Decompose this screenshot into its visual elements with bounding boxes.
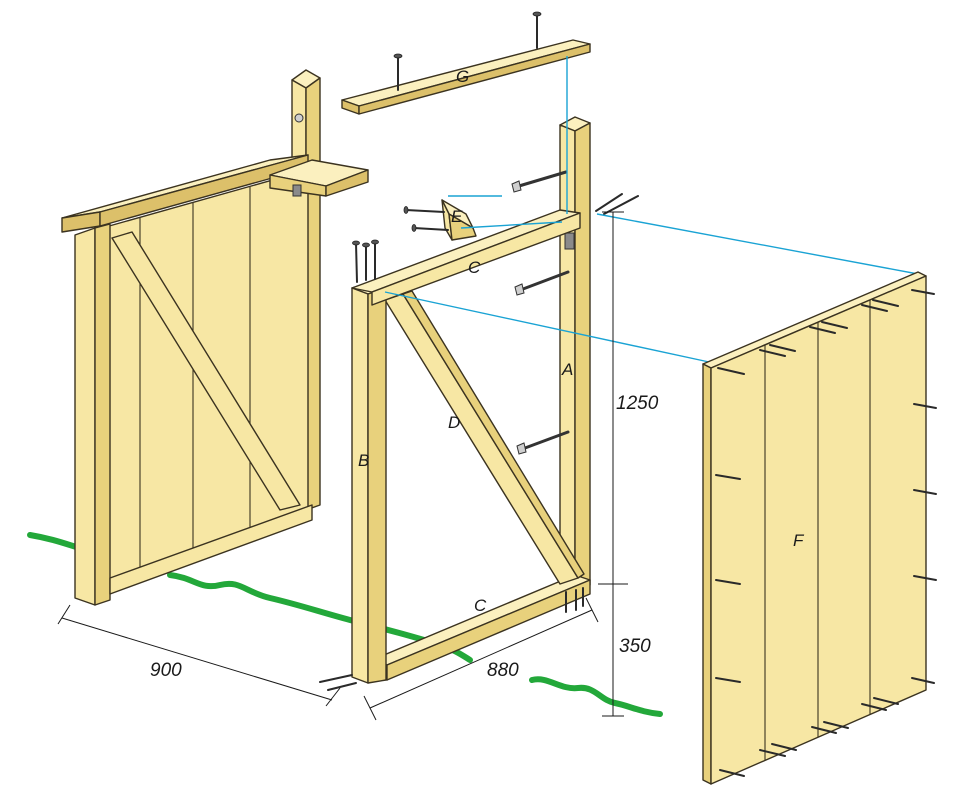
assembled-gate (61, 69, 369, 606)
bolt-icon (294, 113, 304, 123)
label-f: F (793, 531, 805, 550)
screw-head-icon (511, 180, 522, 193)
coach-screws (511, 170, 570, 455)
dimension-vertical: 1250 350 (598, 211, 659, 717)
dim-label-350: 350 (619, 636, 651, 657)
dim-label-1250: 1250 (616, 393, 659, 414)
dim-label-880: 880 (487, 660, 519, 681)
board-g: G (341, 11, 591, 115)
assembly-guide-lines (384, 56, 919, 363)
upright-a-side (574, 122, 591, 591)
dimension-880: 880 (363, 597, 599, 721)
rail-c-top (371, 212, 581, 306)
assembled-upright-left (74, 227, 96, 606)
dimension-900: 900 (57, 604, 341, 707)
gate-frame: A C D B C (319, 116, 639, 691)
dim-label-900: 900 (150, 660, 182, 681)
cladding-f: F (702, 271, 937, 785)
label-b: B (358, 451, 369, 470)
bracket-icon (292, 184, 302, 197)
screw-head-icon (514, 283, 525, 296)
screw-head-icon (516, 442, 527, 455)
label-g: G (456, 67, 469, 86)
assembled-brace (111, 231, 301, 511)
bracket-icon (564, 232, 575, 250)
label-e: E (451, 207, 463, 226)
label-d: D (448, 413, 460, 432)
assembled-bottom-rail (109, 504, 313, 595)
rail-c-bottom (386, 579, 591, 681)
upright-b-front (351, 287, 369, 684)
label-c-bottom: C (474, 596, 487, 615)
label-a: A (561, 360, 573, 379)
block-e: E (403, 199, 477, 241)
label-c-top: C (468, 258, 481, 277)
upright-b-side (367, 287, 387, 684)
